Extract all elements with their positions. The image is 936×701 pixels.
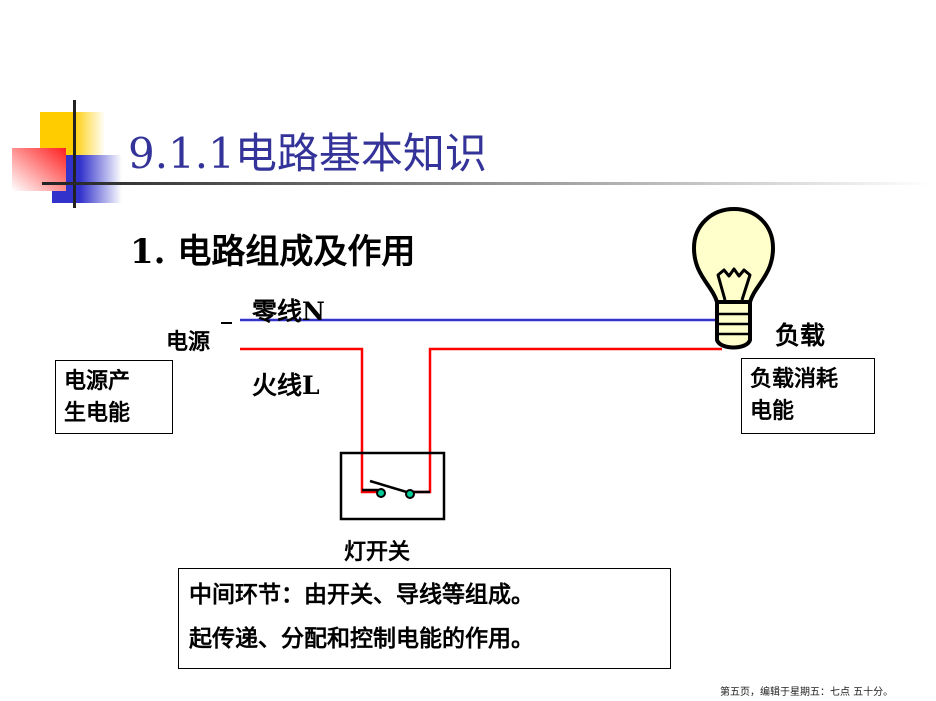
source-label: 电源 bbox=[166, 329, 211, 355]
load-box: 负载消耗 电能 bbox=[741, 358, 875, 434]
page-footer: 第五页，编辑于星期五：七点 五十分。 bbox=[720, 687, 894, 698]
source-box-line: 电源产 bbox=[64, 368, 131, 394]
light-bulb-icon bbox=[692, 207, 775, 350]
live-wire bbox=[240, 347, 378, 494]
neutral-wire-label: 零线N bbox=[252, 297, 325, 326]
source-box: 电源产 生电能 bbox=[55, 360, 173, 434]
middle-link-box: 中间环节：由开关、导线等组成。 起传递、分配和控制电能的作用。 bbox=[178, 568, 671, 669]
page-title: 9.1.1电路基本知识 bbox=[128, 129, 487, 178]
load-box-line: 电能 bbox=[750, 398, 795, 424]
switch-label: 灯开关 bbox=[344, 539, 411, 565]
live-wire-label: 火线L bbox=[252, 371, 320, 400]
middle-box-line: 起传递、分配和控制电能的作用。 bbox=[189, 625, 534, 652]
section-heading: 1. 电路组成及作用 bbox=[130, 232, 416, 272]
load-label: 负载 bbox=[775, 321, 826, 350]
middle-box-line: 中间环节：由开关、导线等组成。 bbox=[189, 581, 534, 608]
source-box-line: 生电能 bbox=[64, 400, 131, 426]
switch-symbol bbox=[339, 451, 446, 521]
title-decoration bbox=[12, 100, 932, 208]
load-box-line: 负载消耗 bbox=[750, 366, 839, 392]
live-wire-return bbox=[412, 347, 722, 494]
